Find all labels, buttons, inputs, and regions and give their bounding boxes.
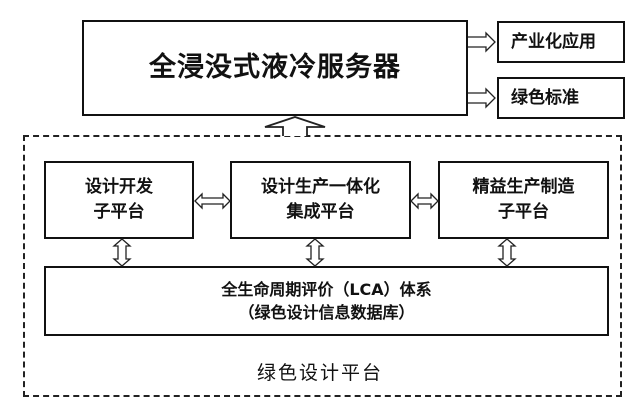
sub-platform-line: 集成平台	[286, 202, 355, 222]
up-arrow-icon	[264, 116, 326, 136]
vertical-double-arrow-icon	[112, 238, 132, 267]
lca-line: （绿色设计信息数据库）	[238, 303, 415, 322]
output-label: 绿色标准	[511, 87, 579, 108]
output-label: 产业化应用	[511, 31, 596, 52]
main-server-box: 全浸没式液冷服务器	[82, 20, 468, 116]
sub-platform-lean-manufacturing: 精益生产制造 子平台	[438, 161, 609, 239]
lca-system-box: 全生命周期评价（LCA）体系 （绿色设计信息数据库）	[44, 266, 609, 336]
output-box-green-standard: 绿色标准	[497, 77, 625, 119]
right-arrow-icon	[468, 31, 496, 53]
sub-platform-integration: 设计生产一体化 集成平台	[230, 161, 411, 239]
sub-platform-design-development: 设计开发 子平台	[44, 161, 194, 239]
main-server-label: 全浸没式液冷服务器	[149, 52, 401, 84]
output-box-industrial-application: 产业化应用	[497, 21, 625, 63]
double-arrow-icon	[410, 192, 439, 210]
lca-line: 全生命周期评价（LCA）体系	[221, 279, 432, 299]
vertical-double-arrow-icon	[305, 238, 325, 267]
green-design-platform-container	[23, 135, 622, 397]
platform-label: 绿色设计平台	[256, 362, 383, 384]
sub-platform-line: 设计生产一体化	[261, 177, 380, 198]
double-arrow-icon	[194, 192, 231, 210]
sub-platform-line: 子平台	[498, 202, 549, 222]
sub-platform-line: 子平台	[93, 202, 145, 222]
right-arrow-icon	[468, 87, 496, 109]
sub-platform-line: 精益生产制造	[472, 177, 575, 198]
sub-platform-line: 设计开发	[85, 177, 153, 198]
vertical-double-arrow-icon	[497, 238, 517, 267]
